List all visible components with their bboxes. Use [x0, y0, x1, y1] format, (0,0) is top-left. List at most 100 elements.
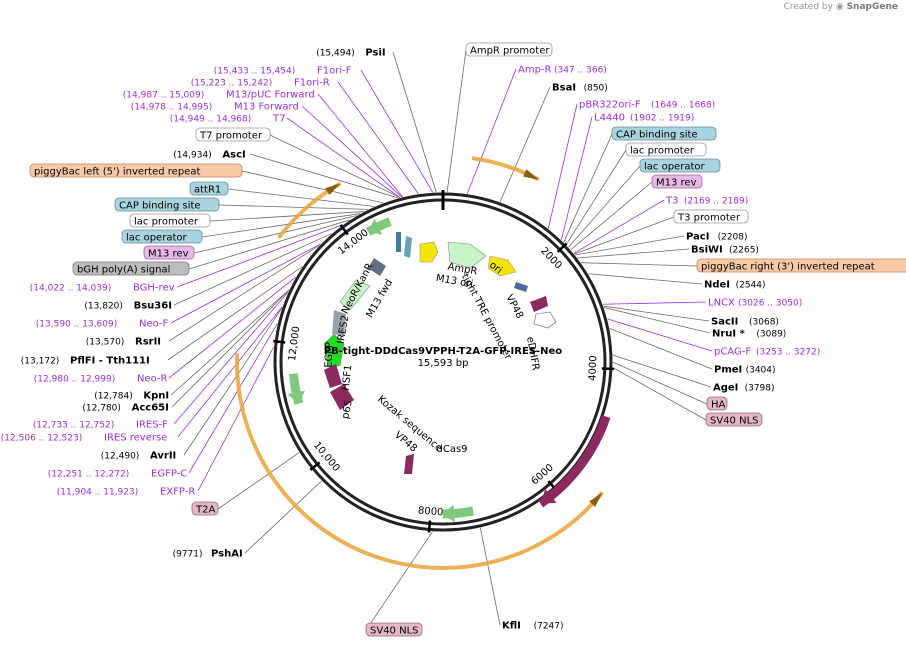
label-box [465, 42, 553, 57]
label-coord: (3253 .. 3272) [756, 348, 820, 358]
leader-line-42 [193, 215, 357, 254]
leader-line-3 [499, 86, 551, 203]
label-bgh-poly-a-signal-41: bGH poly(A) signal [72, 261, 190, 276]
p65-arrow [330, 384, 354, 410]
label-name: AmpR promoter [470, 46, 550, 57]
label-name: pCAG-F [714, 347, 751, 358]
label-coord: (15,433 .. 15,454) [214, 67, 295, 77]
tick-label-14000: 14,000 [336, 227, 371, 257]
leader-line-18 [603, 307, 711, 334]
label-name: BsaI [552, 83, 576, 94]
leader-line-43 [201, 213, 361, 238]
label-name: M13 rev [148, 249, 189, 260]
label-name: HA [711, 400, 726, 411]
label-coord: (1902 .. 1919) [630, 114, 694, 124]
label-box [705, 412, 763, 427]
label-name: BGH-rev [133, 283, 175, 294]
label-name: pBR322ori-F [579, 100, 641, 111]
inner-feature-ires2: IRES2 [336, 314, 352, 344]
label-coord: (13,570) [86, 338, 125, 348]
leader-line-6 [563, 133, 613, 243]
leader-line-48 [249, 153, 399, 199]
label-name: AscI [222, 150, 245, 161]
leader-line-51 [301, 105, 403, 198]
label-pbr322ori-f-4: (1649 .. 1668)pBR322ori-F [579, 100, 715, 111]
attr1-block [404, 236, 412, 258]
label-name: lac promoter [134, 217, 199, 228]
label-coord: (14,978 .. 14,995) [131, 103, 212, 113]
label-name: T3 [665, 196, 678, 207]
label-t7-50: (14,949 .. 14,968)T7 [170, 114, 286, 125]
m13-fwd-arrow [396, 232, 401, 252]
label-coord: (12,733 .. 12,752) [33, 421, 114, 431]
label-box [611, 126, 717, 141]
label-box [121, 229, 203, 244]
label-coord: (12,251 .. 12,272) [48, 470, 129, 480]
label-name: T2A [195, 505, 215, 516]
label-lncx-16: (3026 .. 3050)LNCX [708, 298, 802, 309]
label-box [365, 622, 423, 637]
label-coord: (12,980 .. 12,999) [34, 375, 115, 385]
ampr-arrow [447, 241, 487, 269]
label-m13-puc-forward-52: (14,987 .. 15,009)M13/pUC Forward [123, 90, 315, 101]
edhfr-arrow [533, 311, 557, 329]
label-box [696, 258, 906, 273]
label-name: M13/pUC Forward [226, 90, 315, 101]
label-box [114, 197, 220, 212]
label-name: bGH poly(A) signal [77, 265, 170, 276]
label-name: CAP binding site [616, 130, 698, 141]
label-ha-22: HA [706, 396, 728, 411]
leader-line-16 [602, 301, 707, 305]
label-coord: (11,904 .. 11,923) [57, 488, 138, 498]
leader-line-22 [612, 361, 708, 405]
label-piggybac-left-5-inverted-repeat-47: piggyBac left (5') inverted repeat [29, 163, 243, 178]
label-name: Bsu36I [134, 301, 172, 312]
label-piggybac-right-3-inverted-repeat-14: piggyBac right (3') inverted repeat [696, 258, 906, 273]
label-name: NdeI [704, 280, 730, 291]
inner-feature-p65: p65 [340, 399, 355, 420]
leader-line-1 [446, 49, 467, 193]
leader-line-33 [171, 289, 290, 408]
label-box [639, 158, 721, 173]
inner-feature-ampr: AmpR [447, 262, 478, 278]
label-name: piggyBac left (5') inverted repeat [34, 167, 200, 178]
label-coord: (3068) [749, 318, 779, 328]
tre-block [514, 282, 528, 292]
label-name: KpnI [143, 391, 169, 402]
label-psii-0: (15,494)PsiI [316, 48, 385, 59]
label-name: PsiI [365, 48, 385, 59]
leader-line-26 [244, 480, 322, 554]
label-sv40-nls-23: SV40 NLS [705, 412, 763, 427]
leader-line-5 [560, 116, 593, 241]
tick-14000 [339, 224, 349, 236]
leader-line-32 [173, 292, 289, 425]
label-name: Neo-F [139, 319, 169, 330]
label-name: IRES-F [136, 420, 168, 431]
label-ndei-15: (2544)NdeI [704, 280, 766, 291]
feature-arc-head-2 [325, 183, 341, 195]
label-coord: (850) [584, 84, 608, 94]
leader-line-8 [568, 165, 641, 248]
label-coord: (12,506 .. 12,523) [1, 434, 82, 444]
label-m13-rev-9: M13 rev [651, 174, 703, 189]
label-rsrii-37: (13,570)RsrII [86, 337, 161, 348]
label-name: Acc65I [132, 403, 169, 414]
label-box [72, 261, 190, 276]
label-t3-promoter-11: T3 promoter [673, 209, 749, 224]
vp48-arrow [530, 296, 548, 312]
label-paci-12: (2208)PacI [686, 232, 748, 243]
feature-arc-head-0 [523, 169, 539, 180]
label-ires-reverse-31: (12,506 .. 12,523)IRES reverse [1, 433, 168, 444]
label-pmei-20: (3404)PmeI [714, 365, 776, 376]
tick-2000 [556, 242, 568, 253]
label-coord: (14,949 .. 14,968) [170, 115, 251, 125]
label-cap-binding-site-45: CAP binding site [114, 197, 220, 212]
label-ires-f-32: (12,733 .. 12,752) IRES-F [33, 420, 168, 431]
leader-line-46 [227, 188, 375, 207]
label-m13-forward-51: (14,978 .. 14,995)M13 Forward [131, 102, 299, 113]
label-l4440-5: (1902 .. 1919)L4440 [594, 113, 694, 124]
label-box [191, 501, 219, 516]
label-box [706, 396, 728, 411]
label-pcag-f-19: (3253 .. 3272) pCAG-F [714, 347, 820, 358]
leader-line-34 [170, 289, 290, 396]
